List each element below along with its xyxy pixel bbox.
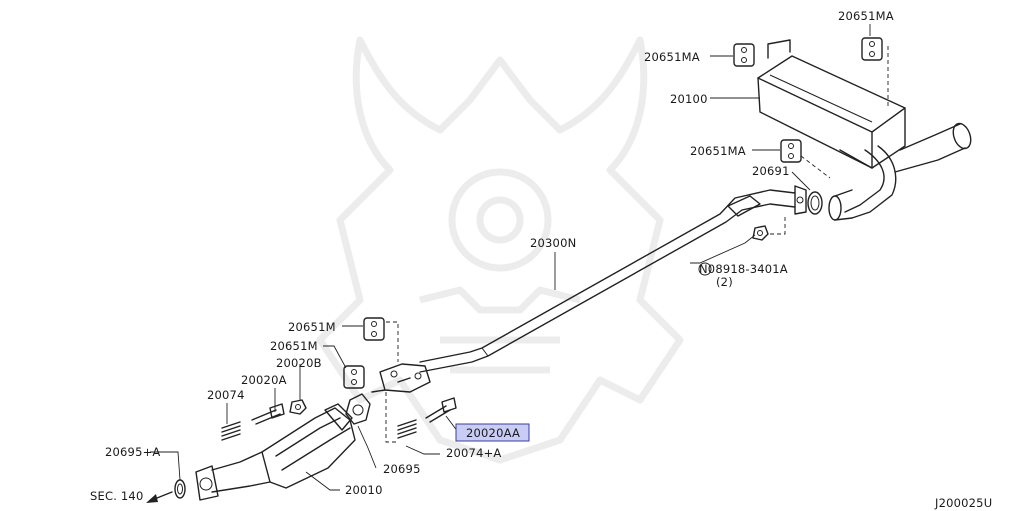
label-20020A[interactable]: 20020A — [241, 373, 287, 387]
label-20074[interactable]: 20074 — [207, 388, 245, 402]
label-20695[interactable]: 20695 — [383, 462, 421, 476]
n-marker-circle — [698, 262, 712, 276]
leader-lines — [146, 24, 889, 503]
spring-20074A — [397, 419, 417, 439]
part-labels: 20651MA 20651MA 20100 20651MA 20691 2030… — [90, 9, 992, 510]
label-20691[interactable]: 20691 — [752, 164, 790, 178]
mount-20651M-upper — [363, 317, 385, 341]
label-20651MA-left[interactable]: 20651MA — [644, 50, 700, 64]
label-20651M-b[interactable]: 20651M — [270, 339, 318, 353]
label-08918-3401A[interactable]: N08918-3401A — [699, 262, 788, 276]
label-08918-qty: (2) — [716, 275, 733, 289]
watermark-emblem — [316, 36, 684, 464]
label-20300N[interactable]: 20300N — [530, 236, 576, 250]
mount-20651MA-left — [733, 43, 755, 67]
muffler-part — [757, 39, 972, 219]
label-20695A[interactable]: 20695+A — [105, 445, 161, 459]
center-pipe-20300N — [371, 185, 807, 393]
mount-20651MA-mid — [780, 139, 802, 163]
label-20100[interactable]: 20100 — [670, 92, 708, 106]
label-sec-140[interactable]: SEC. 140 — [90, 489, 143, 503]
gasket-20691 — [807, 191, 823, 215]
label-20020B[interactable]: 20020B — [276, 356, 322, 370]
nut-20020B — [289, 399, 307, 415]
label-20074A[interactable]: 20074+A — [446, 446, 502, 460]
label-20010[interactable]: 20010 — [345, 483, 383, 497]
mount-20651MA-top — [861, 37, 883, 61]
bolt-20020A — [251, 403, 285, 425]
diagram-code: J200025U — [934, 496, 992, 510]
spring-20074 — [221, 421, 241, 441]
label-20020AA[interactable]: 20020AA — [466, 426, 520, 440]
nut-08918 — [752, 225, 769, 241]
highlight-box-20020AA[interactable] — [455, 423, 530, 442]
bolt-20020AA — [425, 397, 457, 423]
muffler-inlet-flange — [828, 189, 853, 221]
label-20651MA-top[interactable]: 20651MA — [838, 9, 894, 23]
label-20651MA-mid[interactable]: 20651MA — [690, 144, 746, 158]
gasket-20695A — [174, 479, 186, 499]
label-20651M-a[interactable]: 20651M — [288, 320, 336, 334]
mount-20651M-lower — [343, 365, 365, 389]
catalytic-converter-20010 — [195, 403, 356, 501]
gasket-20695 — [345, 393, 371, 425]
